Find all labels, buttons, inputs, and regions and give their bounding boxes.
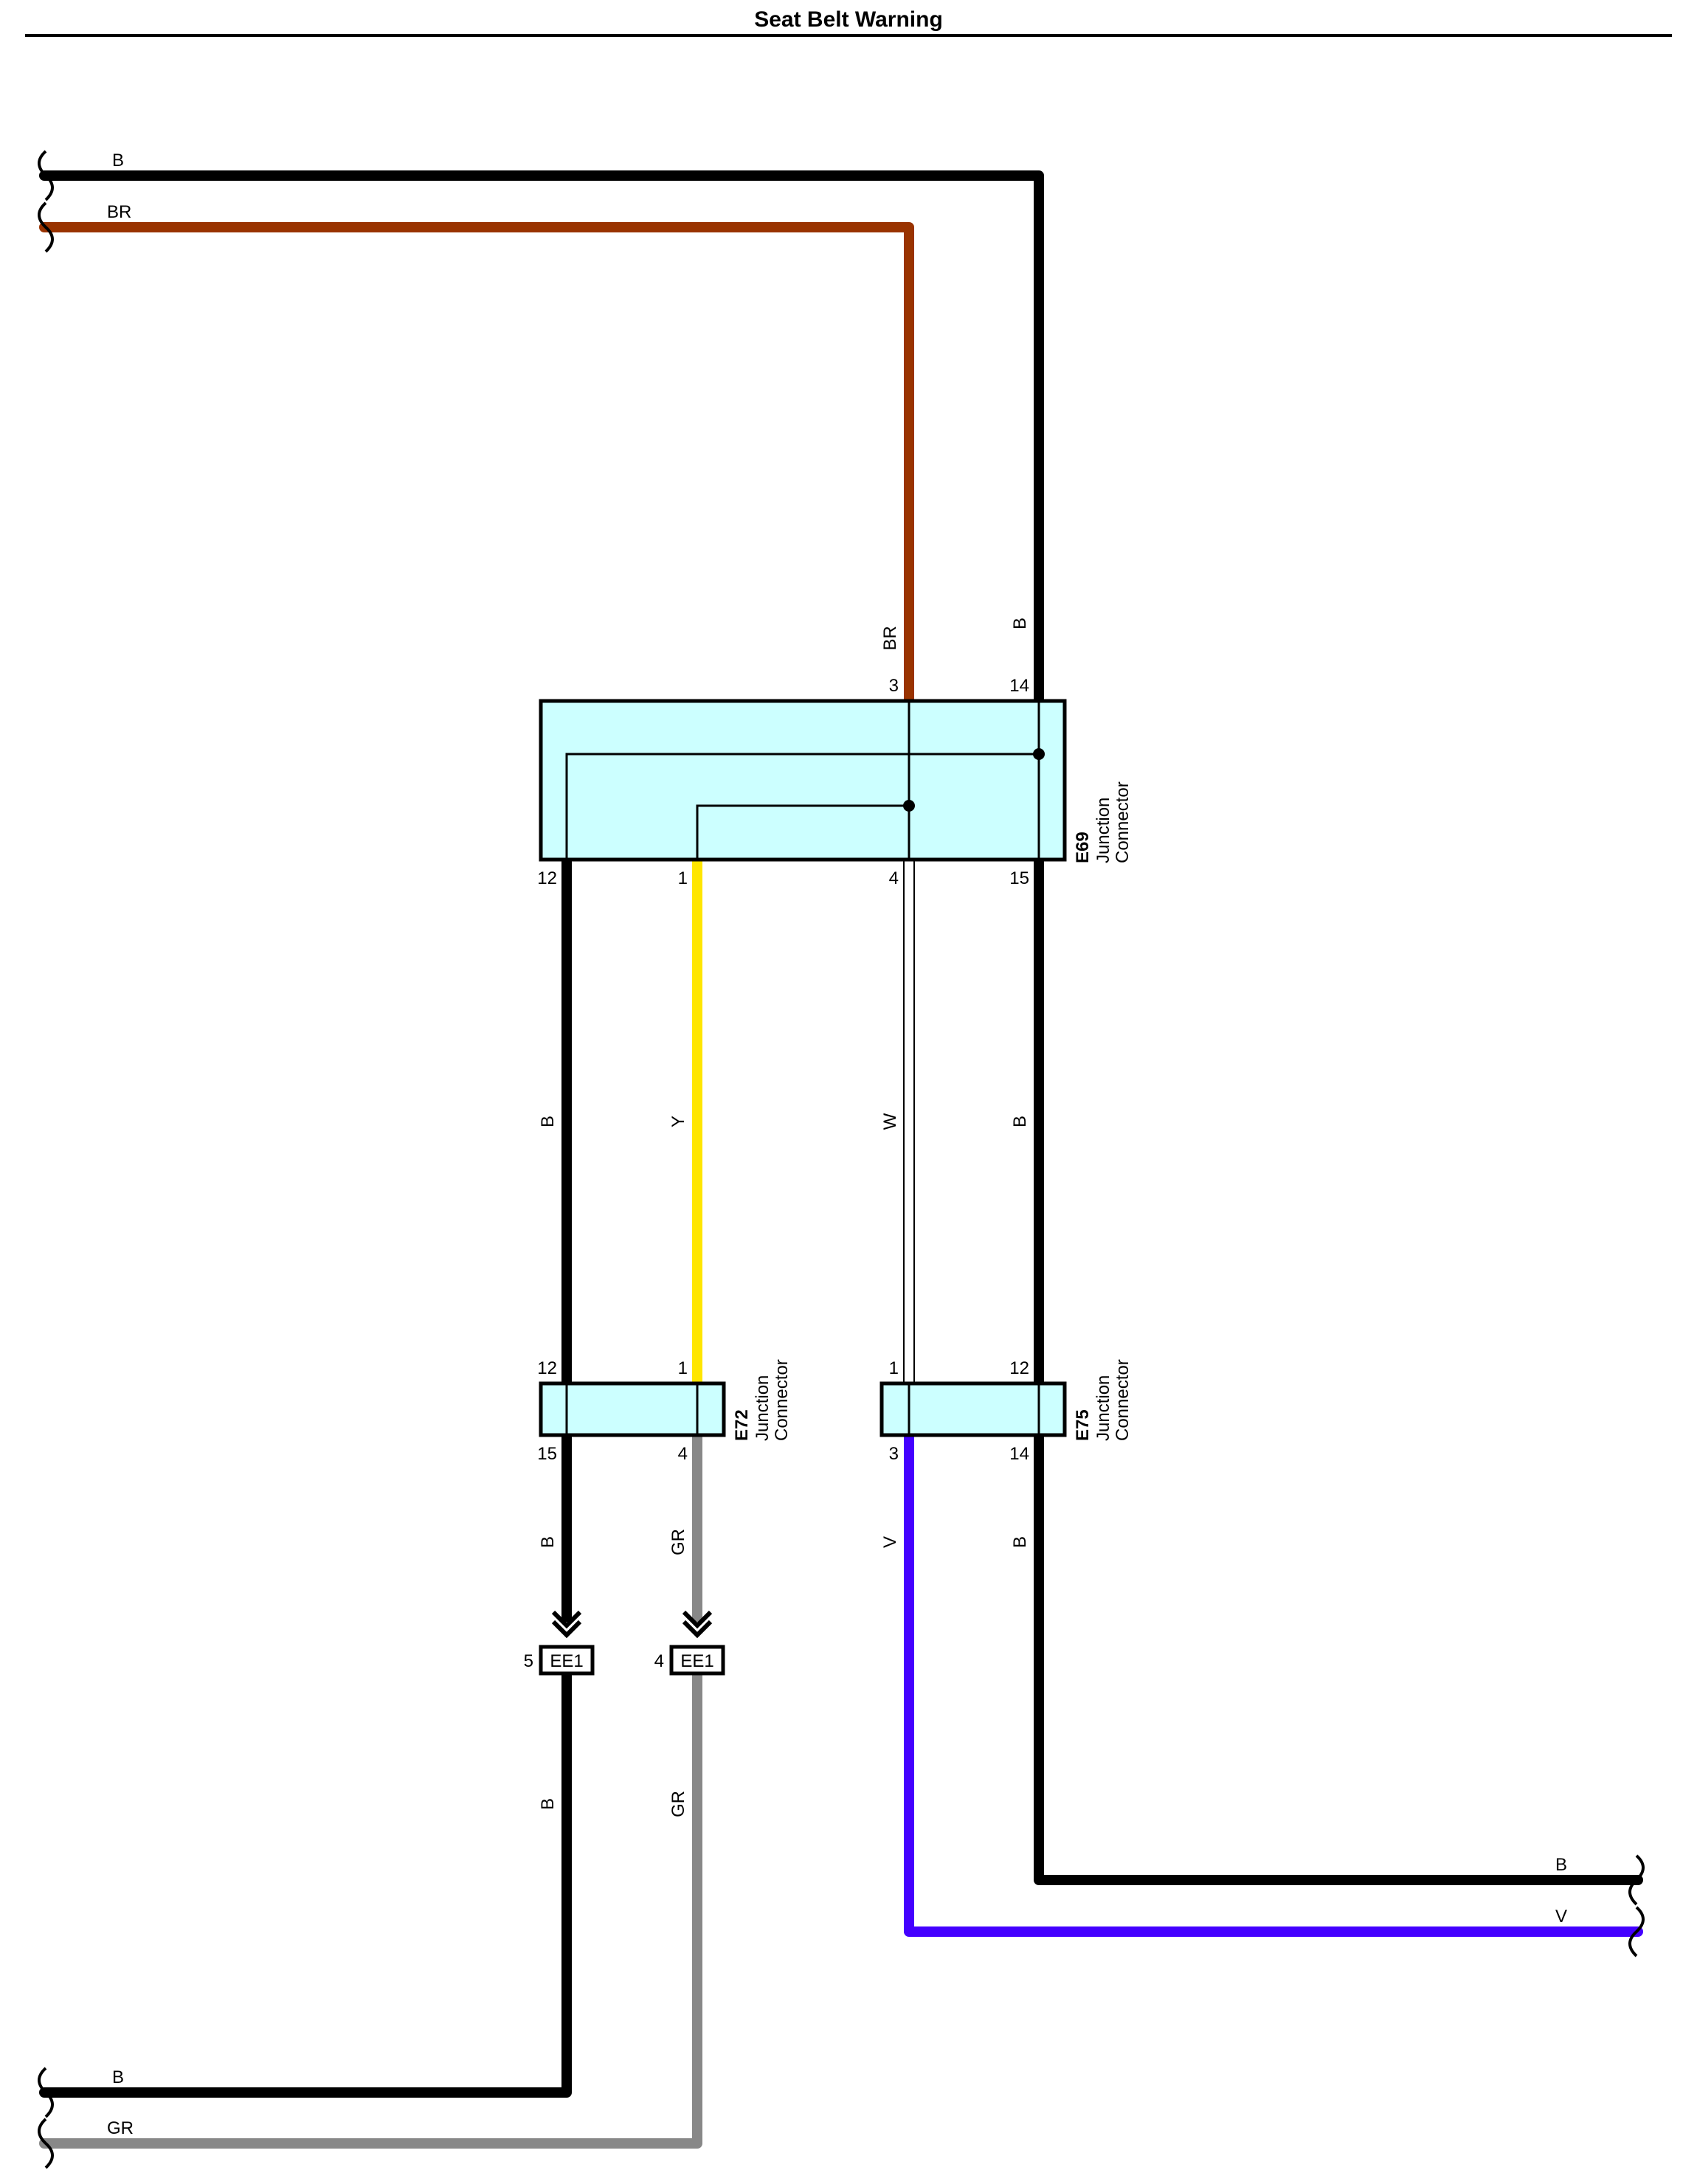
e69-splice-dot-b bbox=[1033, 748, 1045, 760]
wire-b-top bbox=[39, 170, 1044, 706]
e72-name-line1: Junction bbox=[753, 1375, 773, 1441]
label-top-left-br: BR bbox=[107, 202, 131, 222]
e72-name-line2: Connector bbox=[772, 1359, 792, 1441]
ee1-left-box bbox=[539, 1645, 595, 1676]
break-mark-right-b bbox=[1628, 1854, 1645, 1906]
ee1-right-pin: 4 bbox=[654, 1651, 664, 1671]
e69-splice-dot-br bbox=[903, 800, 915, 812]
e72-pin-15: 15 bbox=[537, 1444, 557, 1464]
wire-br-top bbox=[39, 222, 914, 706]
label-b-left-low: B bbox=[538, 1536, 558, 1548]
e75-pin-1: 1 bbox=[889, 1358, 899, 1378]
ee1-right-box bbox=[669, 1645, 725, 1676]
label-b-left-bottom: B bbox=[538, 1798, 558, 1810]
e75-name-line1: Junction bbox=[1093, 1375, 1113, 1441]
e72-id: E72 bbox=[732, 1409, 752, 1441]
label-v-low: V bbox=[880, 1536, 900, 1548]
e75-pin-12: 12 bbox=[1009, 1358, 1029, 1378]
ee1-right-label: EE1 bbox=[680, 1651, 713, 1671]
break-mark-top-br bbox=[38, 201, 54, 253]
label-gr-bottom-vertical: GR bbox=[668, 1791, 688, 1817]
e75-id: E75 bbox=[1073, 1409, 1093, 1441]
e72-pin-4: 4 bbox=[678, 1444, 688, 1464]
label-w-mid: W bbox=[880, 1113, 900, 1130]
label-gr-low: GR bbox=[668, 1529, 688, 1555]
connector-ee1-left: EE1 5 bbox=[524, 1610, 595, 1676]
label-y-mid: Y bbox=[668, 1116, 688, 1127]
label-right-v: V bbox=[1555, 1907, 1567, 1926]
e69-name-line1: Junction bbox=[1093, 798, 1113, 863]
e69-internal-b bbox=[565, 753, 1039, 860]
e69-pin-4: 4 bbox=[889, 868, 899, 888]
connector-e69-body bbox=[539, 699, 1067, 862]
e69-pin-14: 14 bbox=[1009, 676, 1029, 696]
ee1-left-chevron-icon bbox=[551, 1610, 582, 1639]
label-b-vertical-top: B bbox=[1010, 618, 1030, 629]
label-right-b: B bbox=[1555, 1855, 1567, 1875]
connector-ee1-right: EE1 4 bbox=[654, 1610, 725, 1676]
ee1-left-label: EE1 bbox=[550, 1651, 583, 1671]
label-b-left-mid: B bbox=[538, 1116, 558, 1127]
ee1-right-chevron-icon bbox=[682, 1610, 713, 1639]
break-mark-bottom-b bbox=[38, 2067, 54, 2118]
e75-name-line2: Connector bbox=[1113, 1359, 1133, 1441]
connector-e75-body bbox=[879, 1381, 1067, 1437]
e75-pin-3: 3 bbox=[889, 1444, 899, 1464]
ee1-left-pin: 5 bbox=[524, 1651, 533, 1671]
wire-b-right bbox=[1034, 1430, 1643, 1885]
e69-pin-12: 12 bbox=[537, 868, 557, 888]
connector-e72: 12 1 15 4 E72 Junction Connector bbox=[537, 1358, 792, 1464]
label-b-right-mid: B bbox=[1010, 1116, 1030, 1127]
connector-e75: 1 12 3 14 E75 Junction Connector bbox=[879, 1358, 1133, 1464]
wire-b-bottom bbox=[39, 1668, 572, 2098]
label-b-right-low: B bbox=[1010, 1536, 1030, 1548]
e69-pin-1: 1 bbox=[678, 868, 688, 888]
break-mark-bottom-gr bbox=[38, 2118, 54, 2169]
wire-gr-bottom bbox=[39, 1668, 702, 2149]
connector-e72-body bbox=[539, 1381, 726, 1437]
label-top-left-b: B bbox=[112, 151, 124, 170]
e69-id: E69 bbox=[1073, 832, 1093, 863]
break-mark-right-v bbox=[1628, 1906, 1645, 1957]
e69-pin-3: 3 bbox=[889, 676, 899, 696]
break-mark-top-b bbox=[38, 150, 54, 201]
e69-name-line2: Connector bbox=[1113, 781, 1133, 863]
e69-pin-15: 15 bbox=[1009, 868, 1029, 888]
e72-pin-12: 12 bbox=[537, 1358, 557, 1378]
e72-pin-1: 1 bbox=[678, 1358, 688, 1378]
wire-v-right bbox=[904, 1430, 1643, 1937]
connector-e69: 3 14 12 1 4 15 E69 Junction Connector bbox=[537, 676, 1133, 888]
e75-pin-14: 14 bbox=[1009, 1444, 1029, 1464]
page-title: Seat Belt Warning bbox=[754, 7, 943, 32]
label-br-vertical: BR bbox=[880, 626, 900, 650]
e69-internal-y bbox=[696, 804, 909, 860]
label-bottom-left-gr: GR bbox=[107, 2118, 134, 2138]
label-bottom-left-b: B bbox=[112, 2067, 124, 2087]
